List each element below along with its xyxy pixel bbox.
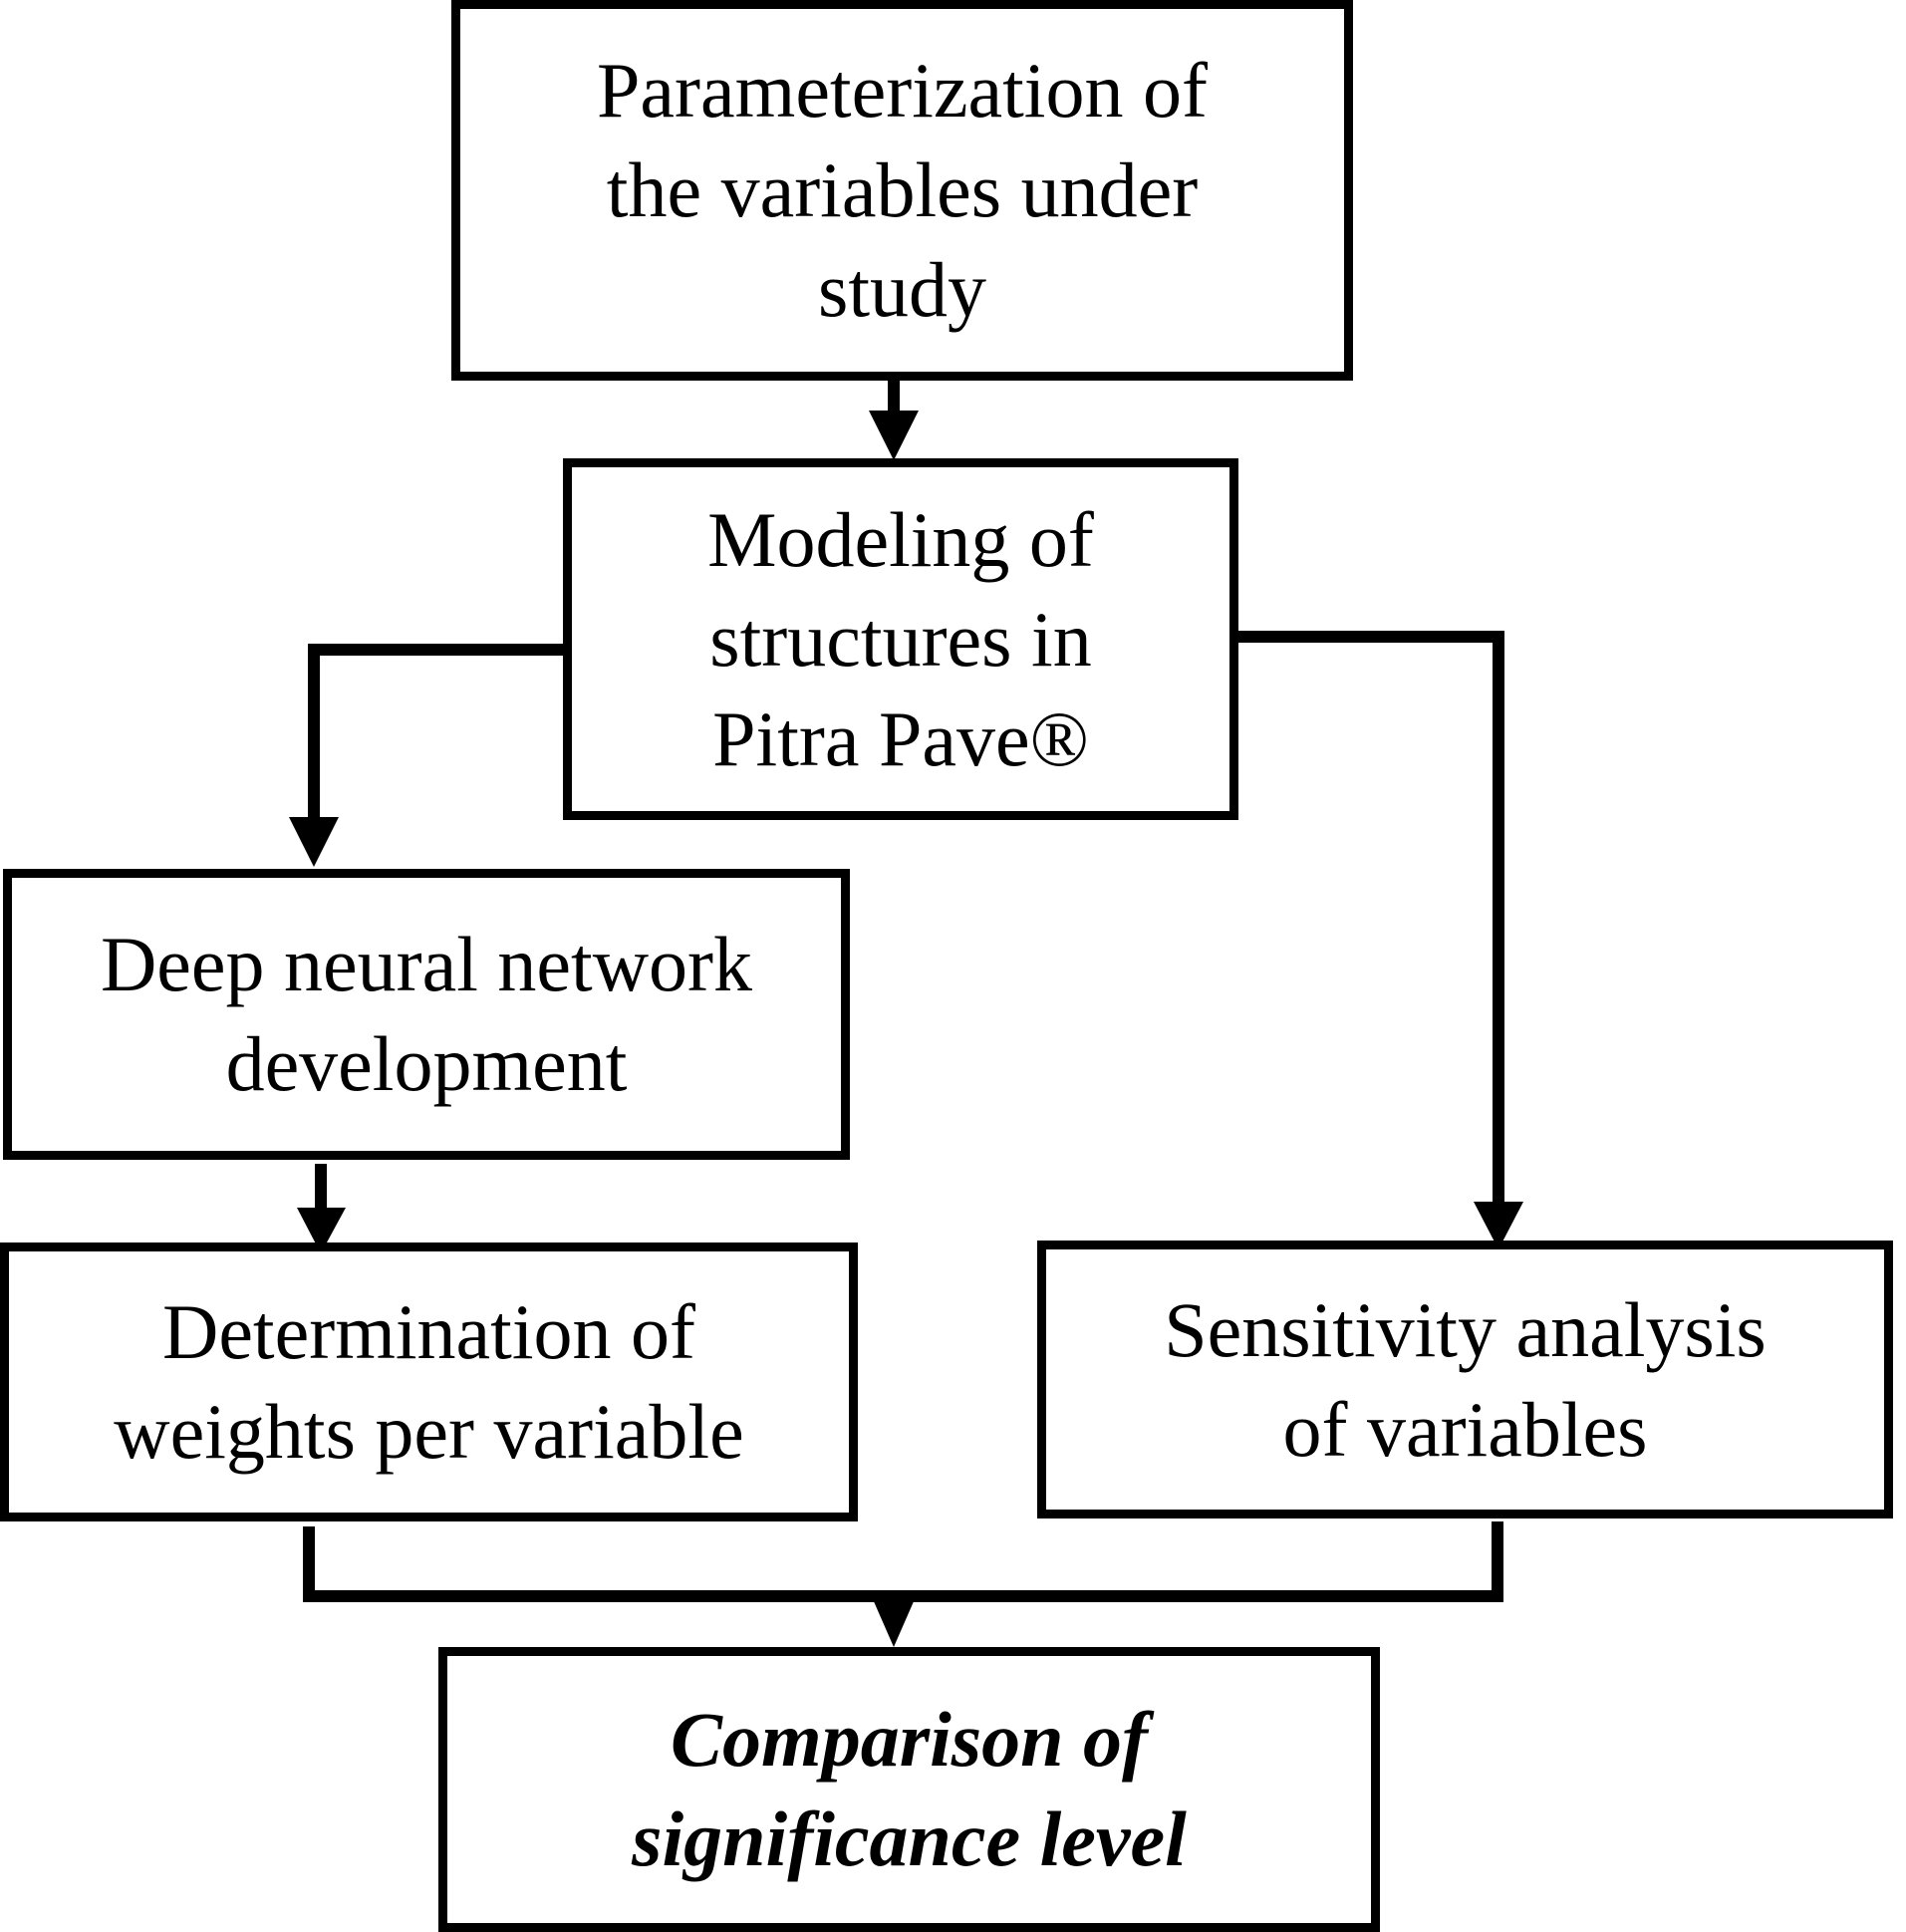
node-modeling: Modeling of structures in Pitra Pave® — [563, 458, 1238, 820]
node-sensitivity: Sensitivity analysis of variables — [1037, 1241, 1893, 1518]
arrowhead-icon — [297, 1208, 346, 1253]
node-label: Determination of weights per variable — [114, 1288, 744, 1475]
node-dnn: Deep neural network development — [3, 869, 850, 1160]
arrowhead-icon — [873, 1599, 915, 1647]
edge-modeling-sensitivity — [1237, 631, 1504, 1206]
arrowhead-icon — [289, 817, 339, 867]
edge-sensitivity-merge — [894, 1521, 1503, 1602]
arrowhead-icon — [1474, 1202, 1523, 1249]
node-comparison: Comparison of significance level — [438, 1647, 1380, 1932]
node-weights: Determination of weights per variable — [0, 1242, 858, 1521]
arrowhead-icon — [869, 411, 919, 460]
edge-modeling-dnn — [308, 644, 564, 819]
node-label: Modeling of structures in Pitra Pave® — [707, 495, 1094, 782]
edge-weights-merge — [303, 1526, 894, 1602]
node-parameterization: Parameterization of the variables under … — [451, 0, 1353, 381]
node-label: Deep neural network development — [100, 921, 753, 1107]
node-label: Sensitivity analysis of variables — [1164, 1285, 1767, 1473]
node-label: Comparison of significance level — [632, 1696, 1187, 1882]
node-label: Parameterization of the variables under … — [597, 47, 1208, 333]
